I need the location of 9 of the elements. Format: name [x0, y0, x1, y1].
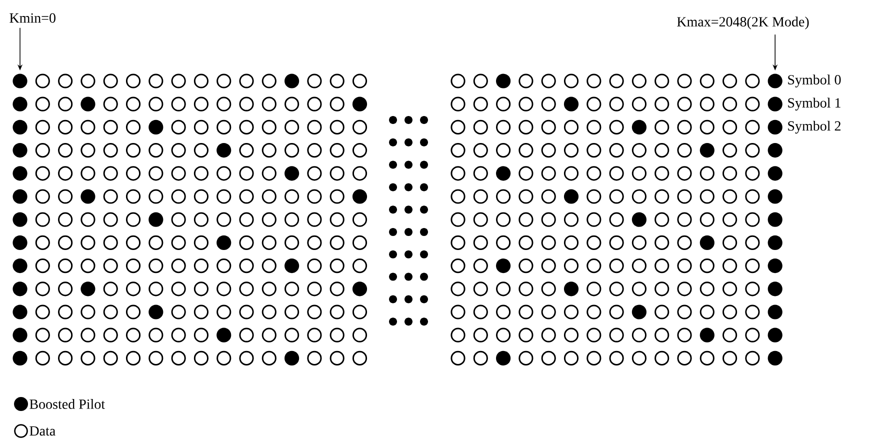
- legend-label: Boosted Pilot: [30, 399, 105, 409]
- pilot-cell: [12, 74, 28, 88]
- symbol-label: Symbol 2: [788, 120, 840, 134]
- carrier-label: Kmin=0: [10, 13, 56, 23]
- pilot-cell: [768, 74, 782, 88]
- legend-label: Data: [30, 426, 56, 436]
- symbol-label: Symbol 0: [788, 74, 841, 88]
- symbol-label: Symbol 1: [788, 98, 840, 110]
- carrier-label: Kmax=2048(2K Mode): [677, 16, 809, 30]
